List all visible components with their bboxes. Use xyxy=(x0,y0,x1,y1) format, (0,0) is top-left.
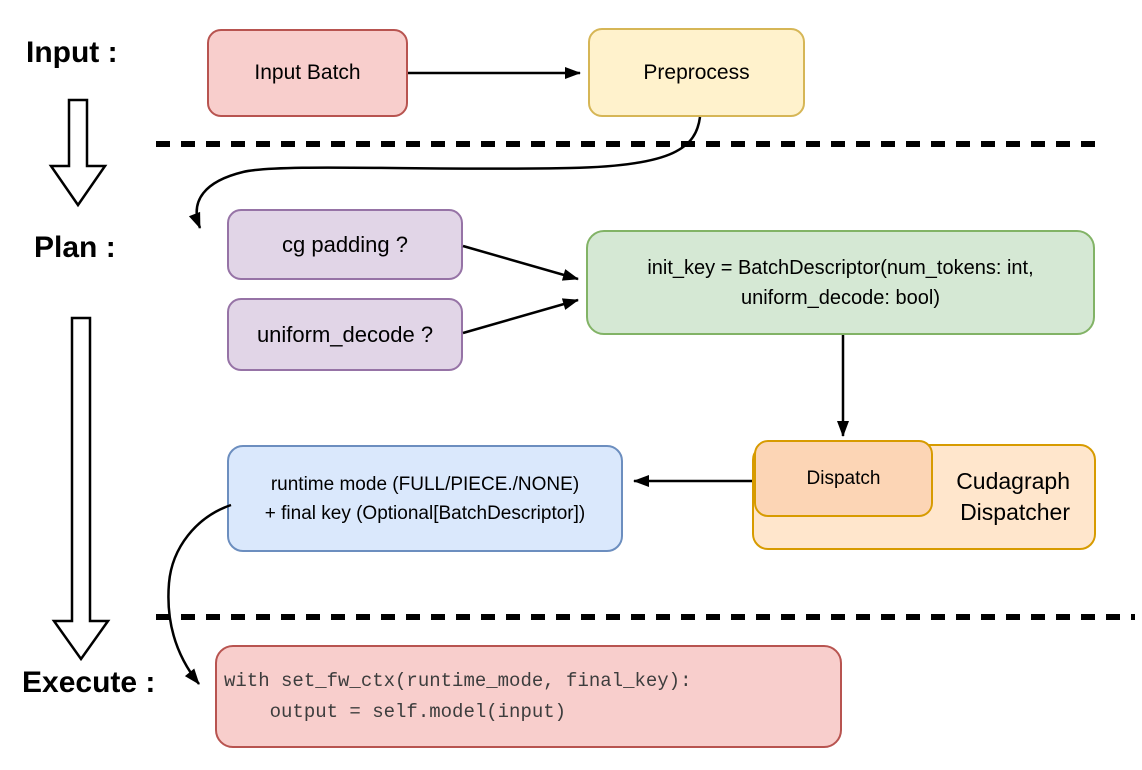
node-init-key-line1: init_key = BatchDescriptor(num_tokens: i… xyxy=(647,256,1034,279)
arrow-uniform-decode-to-init-key xyxy=(462,298,579,335)
node-runtime-mode-line1: runtime mode (FULL/PIECE./NONE) xyxy=(270,473,580,495)
arrow-cg-padding-to-init-key xyxy=(462,244,579,281)
node-execute-code: with set_fw_ctx(runtime_mode, final_key)… xyxy=(215,645,842,748)
node-dispatch-label: Dispatch xyxy=(806,467,881,489)
node-dispatch: Dispatch xyxy=(754,440,933,517)
node-input-batch-label: Input Batch xyxy=(254,61,361,84)
node-cg-padding: cg padding ? xyxy=(227,209,463,280)
node-init-key: init_key = BatchDescriptor(num_tokens: i… xyxy=(586,230,1095,335)
node-input-batch: Input Batch xyxy=(207,29,408,117)
stage-arrow-input-to-plan xyxy=(48,98,108,208)
stage-arrow-plan-to-execute xyxy=(51,316,111,662)
node-init-key-line2: uniform_decode: bool) xyxy=(740,286,940,309)
node-cudagraph-dispatcher-line2: Dispatcher xyxy=(960,499,1070,525)
node-execute-code-line1: with set_fw_ctx(runtime_mode, final_key)… xyxy=(224,669,692,692)
node-runtime-mode-line2: + final key (Optional[BatchDescriptor]) xyxy=(264,502,586,524)
node-cg-padding-label: cg padding ? xyxy=(282,231,408,257)
node-preprocess: Preprocess xyxy=(588,28,805,117)
stage-label-execute: Execute : xyxy=(22,666,156,699)
node-uniform-decode-label: uniform_decode ? xyxy=(256,321,434,347)
node-preprocess-label: Preprocess xyxy=(643,60,750,84)
node-cudagraph-dispatcher-line1: Cudagraph xyxy=(956,468,1070,494)
stage-label-input: Input : xyxy=(26,36,118,69)
stage-label-plan: Plan : xyxy=(34,231,116,264)
node-uniform-decode: uniform_decode ? xyxy=(227,298,463,371)
node-execute-code-line2: output = self.model(input) xyxy=(224,700,567,723)
node-runtime-mode: runtime mode (FULL/PIECE./NONE) + final … xyxy=(227,445,623,552)
